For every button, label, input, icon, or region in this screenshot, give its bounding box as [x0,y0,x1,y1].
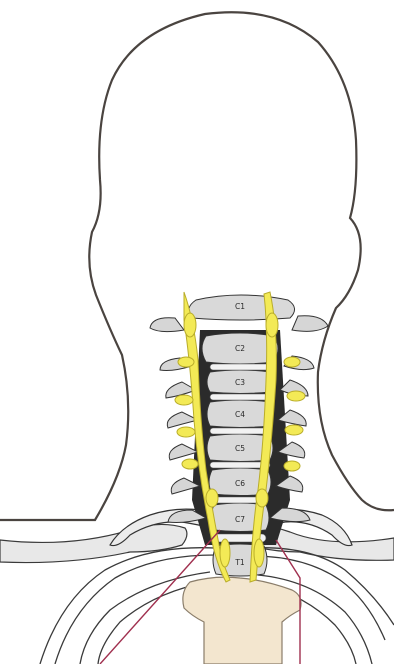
label-c5: C5 [235,444,245,453]
sternum [183,577,301,664]
label-c4: C4 [235,410,245,419]
label-c1: C1 [235,302,245,311]
label-t1: T1 [234,558,245,567]
label-c3: C3 [235,378,245,387]
left-clavicle [0,524,187,562]
label-c7: C7 [235,515,245,524]
label-c6: C6 [235,479,245,488]
label-c2: C2 [235,344,245,353]
